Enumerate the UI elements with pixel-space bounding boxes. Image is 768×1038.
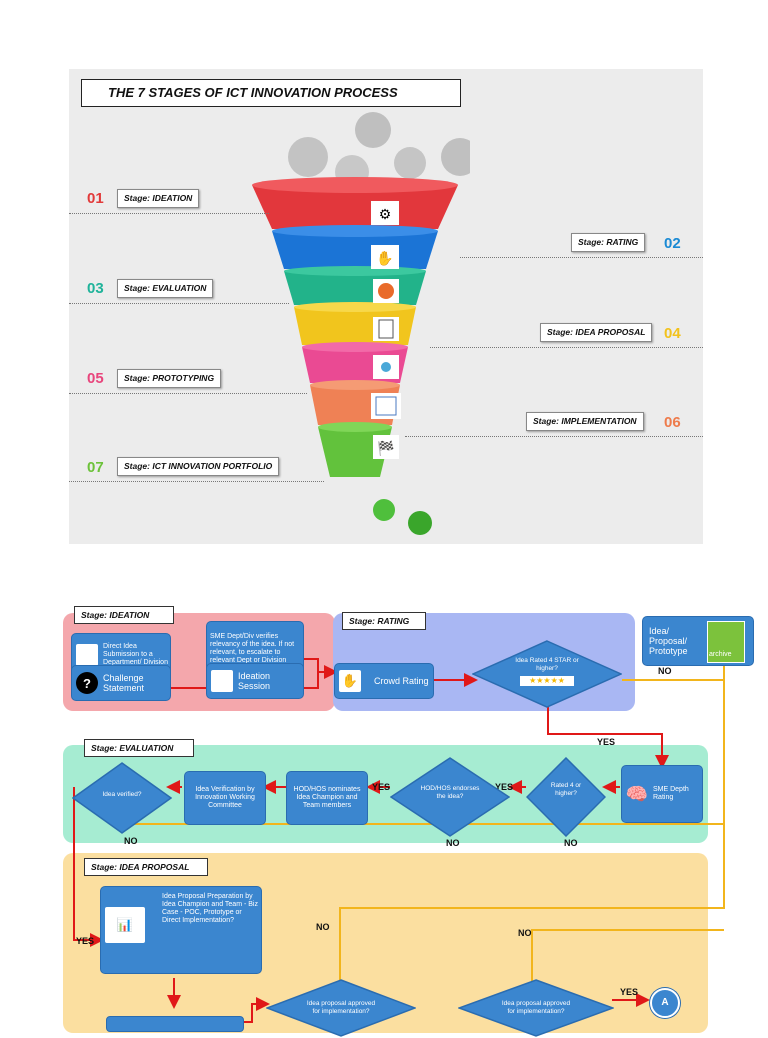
- decision-rated-4-star-text: Idea Rated 4 STAR or higher?: [515, 657, 579, 672]
- connector-a: A: [650, 988, 680, 1018]
- label-no: NO: [518, 928, 532, 938]
- flow-stage-rating: Stage: RATING: [342, 612, 426, 630]
- hod-nominates-box: HOD/HOS nominates Idea Champion and Team…: [286, 771, 368, 825]
- decision-rated-4-text: Rated 4 or higher?: [550, 782, 582, 797]
- stage-label-prototyping: Stage: PROTOTYPING: [117, 369, 222, 388]
- bubble: [355, 112, 391, 148]
- funnel-layer-evaluation: [284, 266, 426, 305]
- bubble: [394, 147, 426, 179]
- ideation-icon: [371, 201, 399, 225]
- checkered-flag-icon: [373, 435, 399, 459]
- divider: [460, 257, 703, 258]
- divider: [69, 393, 307, 394]
- decision-hod-endorses-text: HOD/HOS endorses the idea?: [420, 785, 480, 800]
- label-yes: YES: [620, 987, 639, 997]
- divider: [69, 213, 269, 214]
- question-mark-icon: ?: [76, 672, 98, 694]
- flow-stage-evaluation: Stage: EVALUATION: [84, 739, 194, 757]
- funnel-graphic: ⚙ ✋ 🏁: [252, 112, 470, 535]
- ideation-icon: ⚙: [76, 644, 98, 666]
- presentation-icon: 📊: [105, 907, 145, 943]
- crowd-rating-box: ✋ Crowd Rating: [334, 663, 434, 699]
- ideation-session-box: ⚙ Ideation Session: [206, 663, 304, 699]
- challenge-statement-box: ? Challenge Statement: [71, 665, 171, 701]
- ideation-session-icon: ⚙: [211, 670, 233, 692]
- decision-approved-1-text: Idea proposal approved for implementatio…: [306, 1000, 376, 1015]
- stage-label-rating: Stage: RATING: [571, 233, 646, 252]
- label-yes: YES: [495, 782, 514, 792]
- stage-number-06: 06: [664, 414, 681, 431]
- bubble: [441, 138, 470, 176]
- archive-box: Idea/ Proposal/ Prototype archive: [642, 616, 754, 666]
- label-no: NO: [124, 836, 138, 846]
- sme-depth-rating-box: 🧠 SME Depth Rating: [621, 765, 703, 823]
- hands-icon: ✋: [339, 670, 361, 692]
- svg-text:⚙: ⚙: [379, 206, 392, 222]
- decision-rated-4: [526, 757, 606, 837]
- funnel-layer-ideation: [252, 177, 458, 229]
- label-yes: YES: [372, 782, 391, 792]
- green-drop: [373, 499, 395, 521]
- decision-approved-2-text: Idea proposal approved for implementatio…: [501, 1000, 571, 1015]
- bubble: [288, 137, 328, 177]
- stage-number-05: 05: [87, 370, 104, 387]
- label-no: NO: [564, 838, 578, 848]
- funnel-layer-rating: [272, 225, 438, 269]
- stage-number-04: 04: [664, 325, 681, 342]
- decision-hod-endorses: [390, 757, 510, 837]
- stage-number-02: 02: [664, 235, 681, 252]
- proposal-preparation-box: 📊 Idea Proposal Preparation by Idea Cham…: [100, 886, 262, 974]
- archive-icon: [707, 621, 745, 663]
- flow-stage-ideation: Stage: IDEATION: [74, 606, 174, 624]
- decision-idea-verified: [72, 762, 172, 834]
- stage-label-idea-proposal: Stage: IDEA PROPOSAL: [540, 323, 653, 342]
- label-yes: YES: [76, 936, 95, 946]
- flow-stage-idea-proposal: Stage: IDEA PROPOSAL: [84, 858, 208, 876]
- divider: [69, 481, 324, 482]
- decision-rated-4-star: [472, 640, 622, 708]
- stage-label-portfolio: Stage: ICT INNOVATION PORTFOLIO: [117, 457, 280, 476]
- infographic-title: THE 7 STAGES OF ICT INNOVATION PROCESS: [81, 79, 461, 107]
- stage-number-01: 01: [87, 190, 104, 207]
- label-no: NO: [316, 922, 330, 932]
- stage-number-07: 07: [87, 459, 104, 476]
- svg-text:✋: ✋: [376, 250, 393, 266]
- decision-idea-verified-text: Idea verified?: [102, 791, 142, 798]
- divider: [430, 347, 703, 348]
- divider: [69, 303, 289, 304]
- green-drop: [408, 511, 432, 535]
- next-process-box: [106, 1016, 244, 1032]
- brain-icon: 🧠: [625, 783, 649, 804]
- stage-label-evaluation: Stage: EVALUATION: [117, 279, 214, 298]
- hands-icon: [371, 245, 399, 269]
- label-no: NO: [446, 838, 460, 848]
- label-no: NO: [658, 666, 672, 676]
- svg-text:🏁: 🏁: [377, 440, 394, 457]
- stage-label-ideation: Stage: IDEATION: [117, 189, 200, 208]
- idea-verification-box: Idea Verification by Innovation Working …: [184, 771, 266, 825]
- star-rating: ★★★★★: [520, 676, 574, 686]
- stage-number-03: 03: [87, 280, 104, 297]
- label-yes: YES: [597, 737, 616, 747]
- stage-label-implementation: Stage: IMPLEMENTATION: [526, 412, 644, 431]
- divider: [405, 436, 703, 437]
